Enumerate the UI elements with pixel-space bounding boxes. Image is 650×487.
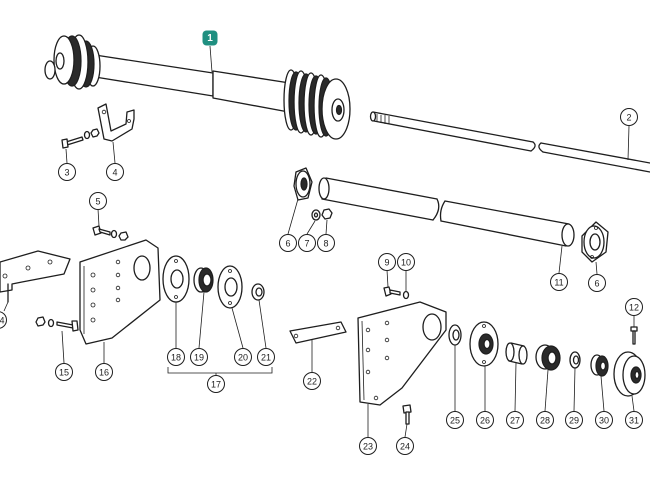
callout-11-label: 11 xyxy=(554,278,563,288)
part-7-washer xyxy=(311,209,321,221)
callout-20[interactable]: 20 xyxy=(234,348,252,366)
part-10-washer xyxy=(402,290,410,300)
callout-27[interactable]: 27 xyxy=(506,411,524,429)
part-27-bushing xyxy=(505,342,528,365)
callout-25[interactable]: 25 xyxy=(446,411,464,429)
callout-2[interactable]: 2 xyxy=(620,108,638,126)
part-2-shaft xyxy=(369,111,650,173)
callout-9-label: 9 xyxy=(384,258,389,268)
callout-4-label: 4 xyxy=(112,168,117,178)
callout-6-left-label: 6 xyxy=(285,239,290,249)
callout-9[interactable]: 9 xyxy=(378,253,396,271)
callout-4[interactable]: 4 xyxy=(106,163,124,181)
callout-16-label: 16 xyxy=(99,368,109,378)
callout-18-label: 18 xyxy=(171,353,181,363)
part-29-washer xyxy=(569,351,581,369)
part-23-bracket-plate xyxy=(357,301,447,406)
part-16-bracket-plate xyxy=(79,239,161,345)
callout-3-label: 3 xyxy=(64,168,69,178)
left-edge-bracket xyxy=(0,250,71,303)
callout-6-right-label: 6 xyxy=(594,279,599,289)
callout-6-right[interactable]: 6 xyxy=(588,274,606,292)
callout-12-label: 12 xyxy=(629,303,639,313)
callout-1-label: 1 xyxy=(207,33,213,44)
callout-17[interactable]: 17 xyxy=(207,375,225,393)
part-12-screw xyxy=(630,326,638,345)
part-5-bolt xyxy=(92,225,129,241)
callout-10-label: 10 xyxy=(401,258,411,268)
callout-20-label: 20 xyxy=(238,353,248,363)
callout-7[interactable]: 7 xyxy=(298,234,316,252)
callout-23-label: 23 xyxy=(363,442,373,452)
callout-19[interactable]: 19 xyxy=(190,348,208,366)
part-3-bolt xyxy=(61,128,100,149)
part-22-strap xyxy=(289,321,347,344)
part-6-flange-bearing-left xyxy=(293,167,313,201)
callout-26[interactable]: 26 xyxy=(476,411,494,429)
callout-25-label: 25 xyxy=(450,416,460,426)
part-19-bearing xyxy=(193,267,214,293)
callout-15-label: 15 xyxy=(59,368,69,378)
callout-5-label: 5 xyxy=(95,197,100,207)
callout-15[interactable]: 15 xyxy=(55,363,73,381)
part-9-bolt xyxy=(383,286,401,297)
callout-18[interactable]: 18 xyxy=(167,348,185,366)
callout-left-edge[interactable]: 4 xyxy=(0,311,7,329)
callout-7-label: 7 xyxy=(304,239,309,249)
callout-5[interactable]: 5 xyxy=(89,192,107,210)
part-6-flange-bearing-right xyxy=(581,221,609,263)
callout-17-label: 17 xyxy=(211,380,221,390)
callout-12[interactable]: 12 xyxy=(625,298,643,316)
callout-24-label: 24 xyxy=(400,442,410,452)
callout-28-label: 28 xyxy=(540,416,550,426)
callout-26-label: 26 xyxy=(480,416,490,426)
part-1-pulley-shaft xyxy=(44,34,351,140)
callout-30-label: 30 xyxy=(599,416,609,426)
callout-30[interactable]: 30 xyxy=(595,411,613,429)
part-18-flange-disc xyxy=(162,255,190,303)
selected-callout-badge xyxy=(202,30,218,46)
part-24-bolt xyxy=(402,404,412,425)
part-21-ring xyxy=(251,283,265,301)
callout-31-label: 31 xyxy=(629,416,639,426)
callout-27-label: 27 xyxy=(510,416,520,426)
callout-29[interactable]: 29 xyxy=(565,411,583,429)
callout-2-label: 2 xyxy=(626,113,631,123)
callout-22-label: 22 xyxy=(307,377,317,387)
part-11-tube xyxy=(318,177,575,247)
callout-11[interactable]: 11 xyxy=(550,273,568,291)
callout-left-edge-label: 4 xyxy=(0,316,5,326)
callout-31[interactable]: 31 xyxy=(625,411,643,429)
part-4-bracket xyxy=(97,103,135,142)
callout-22[interactable]: 22 xyxy=(303,372,321,390)
callout-21-label: 21 xyxy=(261,353,271,363)
callout-29-label: 29 xyxy=(569,416,579,426)
callout-24[interactable]: 24 xyxy=(396,437,414,455)
callout-19-label: 19 xyxy=(194,353,204,363)
callout-16[interactable]: 16 xyxy=(95,363,113,381)
part-25-ring xyxy=(448,324,462,346)
part-8-nut xyxy=(321,208,333,220)
part-31-flange xyxy=(613,351,646,397)
callout-8[interactable]: 8 xyxy=(317,234,335,252)
callout-1-selected[interactable]: 1 xyxy=(202,30,218,46)
part-30-bearing xyxy=(590,354,609,377)
part-20-flange-disc xyxy=(217,265,243,309)
callout-21[interactable]: 21 xyxy=(257,348,275,366)
part-28-bearing xyxy=(535,344,561,371)
callout-3[interactable]: 3 xyxy=(58,163,76,181)
callout-23[interactable]: 23 xyxy=(359,437,377,455)
callout-6-left[interactable]: 6 xyxy=(279,234,297,252)
callout-8-label: 8 xyxy=(323,239,328,249)
callout-10[interactable]: 10 xyxy=(397,253,415,271)
part-26-flange-bearing xyxy=(469,321,499,367)
part-15-bolt xyxy=(35,316,79,332)
leader-lines xyxy=(3,45,635,438)
callout-28[interactable]: 28 xyxy=(536,411,554,429)
